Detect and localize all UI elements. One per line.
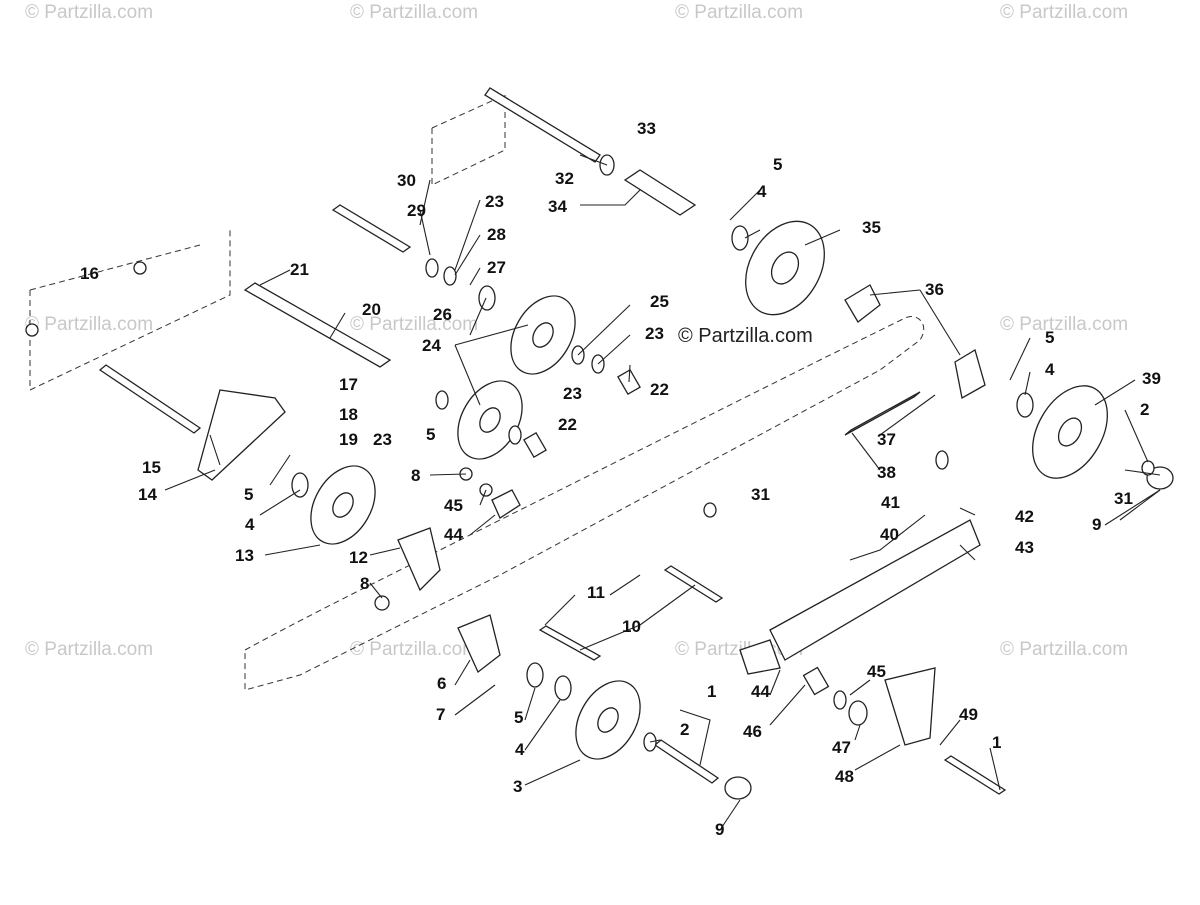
watermark-text: © Partzilla.com xyxy=(350,639,478,660)
part-callout-label: 4 xyxy=(1045,360,1055,379)
part-callout-label: 31 xyxy=(1114,489,1133,508)
part-callout-label: 16 xyxy=(80,264,99,283)
part-callout-label: 27 xyxy=(487,258,506,277)
slide-rail-40 xyxy=(769,519,981,661)
part-callout-label: 18 xyxy=(339,405,358,424)
part-callout-label: 1 xyxy=(707,682,716,701)
part-callout-label: 5 xyxy=(514,708,523,727)
part-callout-label: 9 xyxy=(715,820,724,839)
part-callout-label: 10 xyxy=(622,617,641,636)
part-callout-label: 5 xyxy=(773,155,782,174)
watermark-text: © Partzilla.com xyxy=(1000,639,1128,660)
part-callout-label: 4 xyxy=(245,515,255,534)
part-callout-label: 38 xyxy=(877,463,896,482)
part-callout-label: 20 xyxy=(362,300,381,319)
part-callout-label: 11 xyxy=(587,583,605,602)
part-callout-label: 19 xyxy=(339,430,358,449)
part-callout-label: 26 xyxy=(433,305,452,324)
part-callout-label: 49 xyxy=(959,705,978,724)
part-callout-label: 15 xyxy=(142,458,161,477)
part-callout-label: 30 xyxy=(397,171,416,190)
part-callout-label: 17 xyxy=(339,375,358,394)
part-callout-label: 45 xyxy=(867,662,886,681)
part-callout-label: 1 xyxy=(992,733,1001,752)
part-callout-label: 34 xyxy=(548,197,567,216)
part-callout-label: 31 xyxy=(751,485,770,504)
watermark-text: © Partzilla.com xyxy=(350,314,478,335)
part-callout-label: 35 xyxy=(862,218,881,237)
part-callout-label: 21 xyxy=(290,260,309,279)
watermark-text: © Partzilla.com xyxy=(1000,2,1128,23)
part-callout-label: 12 xyxy=(349,548,368,567)
part-callout-label: 39 xyxy=(1142,369,1161,388)
part-callout-label: 4 xyxy=(515,740,525,759)
part-callout-label: 23 xyxy=(485,192,504,211)
part-callout-label: 36 xyxy=(925,280,944,299)
shafts xyxy=(98,87,1007,795)
part-callout-label: 22 xyxy=(650,380,669,399)
part-callout-label: 40 xyxy=(880,525,899,544)
part-callout-label: 8 xyxy=(360,574,369,593)
small-parts xyxy=(25,154,1174,800)
watermark-text: © Partzilla.com xyxy=(675,2,803,23)
watermark-layer: © Partzilla.com © Partzilla.com © Partzi… xyxy=(25,2,1128,660)
part-callout-label: 42 xyxy=(1015,507,1034,526)
part-callout-label: 14 xyxy=(138,485,157,504)
part-callout-label: 37 xyxy=(877,430,896,449)
center-watermark: © Partzilla.com xyxy=(678,325,813,347)
part-callout-label: 28 xyxy=(487,225,506,244)
part-callout-label: 23 xyxy=(645,324,664,343)
part-callout-label: 7 xyxy=(436,705,445,724)
part-callout-label: 33 xyxy=(637,119,656,138)
wheels xyxy=(310,220,1108,760)
leader-lines xyxy=(164,154,1161,831)
watermark-text: © Partzilla.com xyxy=(25,314,153,335)
part-callout-label: 5 xyxy=(426,425,435,444)
rail-fragments xyxy=(29,94,925,691)
part-callout-label: 41 xyxy=(881,493,900,512)
part-callout-label: 45 xyxy=(444,496,463,515)
watermark-text: © Partzilla.com xyxy=(25,2,153,23)
watermark-text: © Partzilla.com xyxy=(25,639,153,660)
callout-labels: 1122344445555567889910111213141516171819… xyxy=(80,119,1161,839)
part-callout-label: 3 xyxy=(513,777,522,796)
part-callout-label: 8 xyxy=(411,466,420,485)
part-callout-label: 23 xyxy=(563,384,582,403)
part-callout-label: 2 xyxy=(1140,400,1149,419)
part-callout-label: 22 xyxy=(558,415,577,434)
part-callout-label: 47 xyxy=(832,738,851,757)
watermark-text: © Partzilla.com xyxy=(350,2,478,23)
part-callout-label: 5 xyxy=(244,485,253,504)
part-callout-label: 24 xyxy=(422,336,441,355)
part-callout-label: 4 xyxy=(757,182,767,201)
part-callout-label: 2 xyxy=(680,720,689,739)
part-callout-label: 29 xyxy=(407,201,426,220)
part-callout-label: 44 xyxy=(444,525,463,544)
part-callout-label: 5 xyxy=(1045,328,1054,347)
part-callout-label: 6 xyxy=(437,674,446,693)
part-callout-label: 46 xyxy=(743,722,762,741)
part-callout-label: 23 xyxy=(373,430,392,449)
part-callout-label: 48 xyxy=(835,767,854,786)
part-callout-label: 43 xyxy=(1015,538,1034,557)
part-callout-label: 32 xyxy=(555,169,574,188)
part-callout-label: 25 xyxy=(650,292,669,311)
part-callout-label: 44 xyxy=(751,682,770,701)
part-callout-label: 9 xyxy=(1092,515,1101,534)
watermark-text: © Partzilla.com xyxy=(1000,314,1128,335)
part-callout-label: 13 xyxy=(235,546,254,565)
